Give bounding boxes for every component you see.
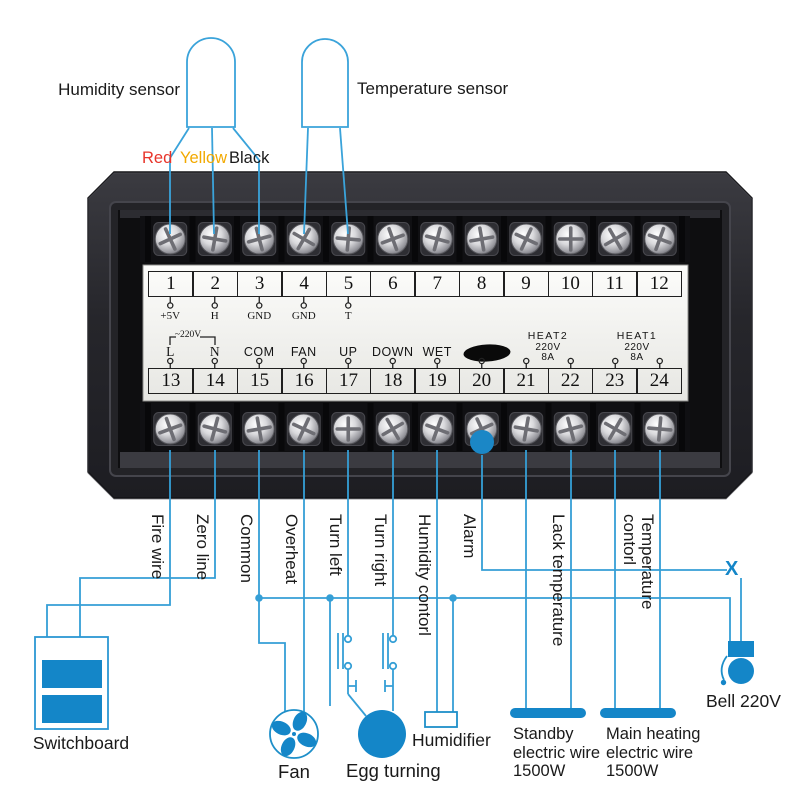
pin-label-16: FAN [290, 345, 317, 359]
switchboard-icon [34, 636, 109, 730]
terminal-cell: 23 [591, 368, 638, 394]
pin-label-2: H [210, 310, 219, 322]
terminal-cell: 15 [236, 368, 283, 394]
terminal-cell: 4 [281, 271, 327, 297]
wire-label-24: Temperature contorl [619, 514, 657, 610]
wire-label-17: Turn left [326, 514, 346, 576]
pin-label-3: GND [247, 310, 272, 322]
terminal-cell: 17 [325, 368, 372, 394]
wire-label-14: Zero line [192, 514, 212, 581]
terminal-cell: 22 [547, 368, 594, 394]
pin-label-14-N: N [209, 344, 220, 359]
bell-label: Bell 220V [706, 691, 781, 711]
terminal-cell: 7 [414, 271, 461, 297]
x-mark: X [725, 558, 739, 580]
terminal-cell: 14 [192, 368, 239, 394]
terminal-cell: 12 [636, 271, 683, 297]
humidifier-label: Humidifier [412, 730, 491, 750]
bell-icon [720, 641, 754, 686]
wire-label-13: Fire wire [148, 514, 168, 580]
fan-label: Fan [278, 761, 310, 782]
pin-label-4: GND [291, 310, 316, 322]
zero-line-wire [79, 450, 216, 637]
wire-label-18: Turn right [370, 514, 390, 587]
switchboard-label: Switchboard [32, 733, 130, 753]
pin-label-18: DOWN [371, 345, 414, 359]
wire-label-19: Humidity contorl [415, 514, 435, 636]
fan-icon [269, 709, 319, 759]
alarm-terminal-dot [470, 430, 494, 454]
terminal-cell: 1 [148, 271, 194, 297]
standby-heater-label: Standby electric wire 1500W [513, 725, 601, 780]
fire-wire [46, 450, 171, 637]
humidifier-icon [424, 711, 458, 728]
heat1-rating: HEAT1 220V 8A [616, 330, 658, 363]
output-wires [46, 450, 742, 717]
redacted-label-blob [463, 344, 511, 362]
connected-devices [34, 430, 754, 759]
terminal-cell: 3 [236, 271, 283, 297]
wire-label-15: Common [237, 514, 257, 583]
common-bus-wire [259, 597, 731, 642]
power-bracket-label: ~220V [174, 330, 202, 340]
terminal-cell: 8 [458, 271, 505, 297]
pin-label-1: +5V [160, 310, 181, 322]
wire-label-20: Alarm [459, 514, 479, 559]
terminal-cell: 13 [148, 368, 194, 394]
wire-color-label-red: Red [142, 149, 173, 167]
terminal-cell: 9 [503, 271, 549, 297]
terminal-cell: 10 [547, 271, 594, 297]
sensor-wires [169, 127, 349, 235]
humidity-sensor-icon [186, 37, 236, 128]
terminal-cell: 20 [458, 368, 505, 394]
power-bracket [169, 336, 216, 345]
pin-label-13-L: L [166, 344, 175, 359]
terminal-cell: 5 [325, 271, 372, 297]
temperature-sensor-label: Temperature sensor [357, 79, 509, 98]
wire-junction-dots [255, 594, 457, 602]
terminal-cell: 2 [192, 271, 239, 297]
pin-label-5: T [344, 310, 352, 322]
heat2-rating: HEAT2 220V 8A [527, 330, 569, 363]
main-heater-bar [600, 708, 676, 718]
standby-heater-bar [510, 708, 586, 718]
terminal-cell: 21 [503, 368, 549, 394]
wire-color-label-yellow: Yellow [180, 149, 228, 167]
terminal-pin-marks [166, 297, 664, 369]
terminal-cell: 11 [591, 271, 638, 297]
wire-label-22: Lack temperature [548, 514, 568, 647]
egg-turning-icon [358, 710, 406, 758]
wire-label-16: Overheat [281, 514, 301, 584]
terminal-cell: 18 [369, 368, 416, 394]
alarm-wire [481, 455, 727, 571]
turn-left-limit-switch [337, 633, 367, 717]
terminal-cell: 19 [414, 368, 461, 394]
turn-right-limit-switch [382, 633, 398, 711]
terminal-cell: 6 [369, 271, 416, 297]
terminal-cell: 16 [281, 368, 327, 394]
pin-label-19: WET [422, 345, 452, 359]
terminal-screws [145, 216, 685, 451]
common-wire [258, 450, 286, 713]
humidity-sensor-label: Humidity sensor [58, 80, 180, 99]
pin-label-15: COM [243, 345, 275, 359]
main-heater-label: Main heating electric wire 1500W [606, 725, 701, 780]
pin-label-17: UP [339, 345, 358, 359]
wire-color-label-black: Black [229, 149, 270, 167]
temperature-sensor-icon [301, 38, 349, 128]
terminal-cell: 24 [636, 368, 683, 394]
egg-turning-label: Egg turning [346, 760, 441, 781]
